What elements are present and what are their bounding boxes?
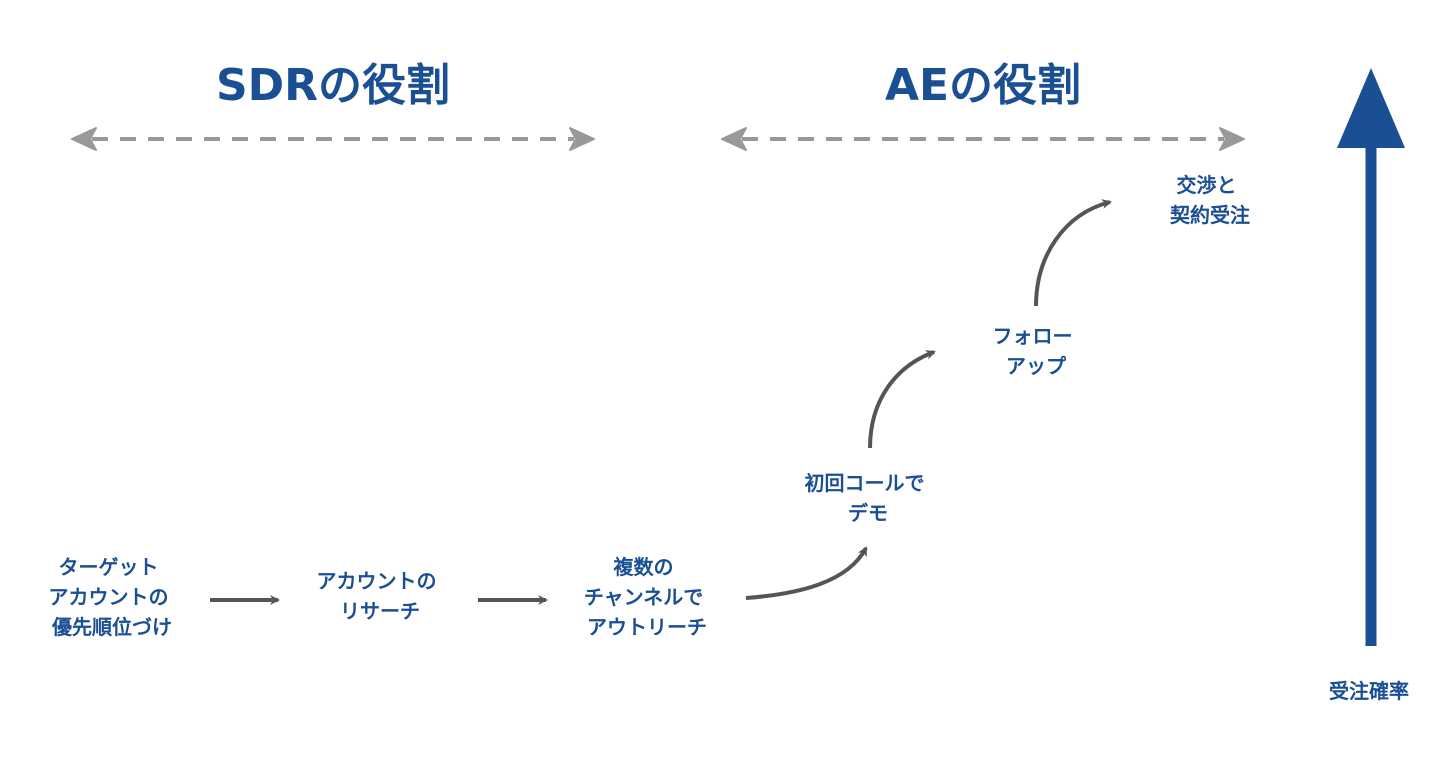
step-account-research: アカウントの リサーチ <box>317 569 444 623</box>
ae-arrow-left-head <box>721 127 747 151</box>
sdr-arrow-left-head <box>71 127 97 151</box>
axis-up-arrow-head <box>1337 68 1405 148</box>
step-first-call-demo: 初回コールで デモ <box>805 471 932 525</box>
step-follow-up: フォロー アップ <box>993 324 1080 378</box>
sdr-role-title: SDRの役割 <box>216 60 450 111</box>
step-target-prioritization: ターゲット アカウントの 優先順位づけ <box>49 555 176 639</box>
flow-arrow-3 <box>745 546 868 600</box>
flow-arrow-5 <box>1034 199 1112 307</box>
sdr-arrow-right-head <box>569 127 595 151</box>
sdr-span-arrow <box>71 127 595 151</box>
win-probability-label: 受注確率 <box>1329 679 1409 703</box>
flow-arrow-4 <box>868 350 936 449</box>
step-negotiation-closing: 交渉と 契約受注 <box>1169 173 1250 227</box>
win-probability-axis <box>1337 68 1405 646</box>
ae-span-arrow <box>721 127 1245 151</box>
step-multichannel-outreach: 複数の チャンネルで アウトリーチ <box>584 555 710 639</box>
ae-role-title: AEの役割 <box>885 60 1081 111</box>
ae-arrow-right-head <box>1219 127 1245 151</box>
